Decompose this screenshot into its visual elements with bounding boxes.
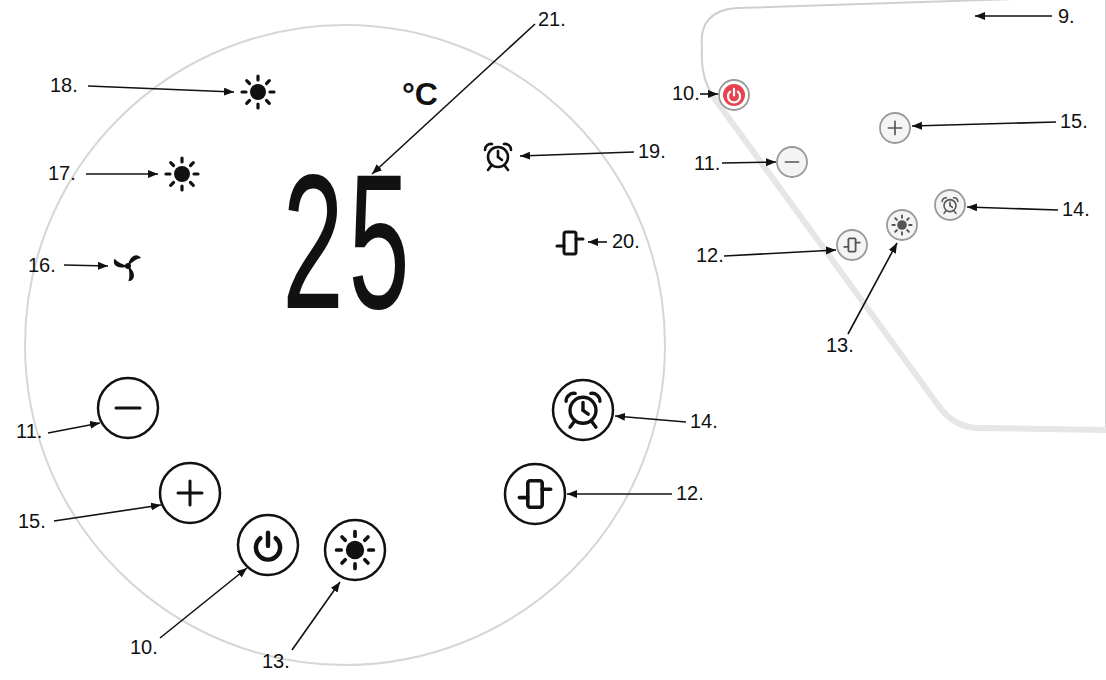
timer-icon <box>485 144 511 170</box>
temperature-display: 25 <box>280 155 412 355</box>
remote-power-button <box>719 80 749 110</box>
callout-number: 18. <box>50 74 78 97</box>
power-symbol <box>256 533 280 560</box>
remote-sun-symbol <box>892 215 911 234</box>
remote-oscillation-symbol <box>844 238 860 251</box>
remote-plus-symbol <box>888 121 901 134</box>
leader-line <box>967 207 1058 210</box>
callout-number: 15. <box>1060 110 1088 133</box>
callout-number: 13. <box>826 334 854 357</box>
unit-label: °C <box>402 76 438 113</box>
leader-line <box>54 505 161 521</box>
remote-timer-symbol <box>942 198 958 214</box>
leader-line <box>372 24 535 174</box>
leader-line <box>292 582 340 650</box>
leader-line <box>48 423 100 433</box>
heat-low-icon <box>166 158 198 190</box>
oscillation-symbol <box>519 481 550 507</box>
callout-number: 15. <box>18 510 46 533</box>
callout-number: 12. <box>676 482 704 505</box>
callout-number: 21. <box>538 8 566 31</box>
callout-number: 11. <box>694 152 720 175</box>
oscillation-icon <box>557 232 583 254</box>
callout-number: 19. <box>638 140 666 163</box>
remote-body <box>702 0 1106 430</box>
fan-icon <box>112 255 141 283</box>
leader-line <box>64 265 108 266</box>
callout-number: 11. <box>16 420 42 443</box>
leader-line <box>160 568 247 638</box>
leader-line <box>567 493 672 495</box>
plus-symbol <box>178 481 202 505</box>
callout-number: 17. <box>48 162 76 185</box>
callout-number: 9. <box>1058 5 1075 28</box>
minus-button <box>98 378 158 438</box>
timer-symbol <box>566 393 600 427</box>
callout-number: 10. <box>672 82 700 105</box>
leader-line <box>724 250 836 256</box>
callout-number: 14. <box>1062 198 1090 221</box>
callout-number: 14. <box>690 410 718 433</box>
callout-number: 13. <box>262 650 290 673</box>
minus-symbol <box>116 408 140 409</box>
leader-line <box>975 15 1052 17</box>
sun-symbol <box>337 532 374 569</box>
remote-plus-button <box>880 113 910 143</box>
leader-line <box>722 162 776 163</box>
remote-minus-button <box>777 147 807 177</box>
callout-number: 20. <box>612 230 640 253</box>
timer-button <box>553 380 613 440</box>
remote-timer-button <box>935 190 965 220</box>
callout-number: 16. <box>28 254 56 277</box>
power-button <box>238 515 298 575</box>
leader-line <box>86 173 158 175</box>
leader-line <box>615 416 686 422</box>
leader-line <box>588 241 607 243</box>
leader-line <box>520 152 634 156</box>
leader-lines <box>48 16 1058 650</box>
leader-line <box>912 122 1056 126</box>
leader-line <box>88 86 234 92</box>
leader-line <box>700 93 718 95</box>
callout-number: 12. <box>696 244 724 267</box>
panel-buttons <box>98 378 613 580</box>
remote-edge <box>712 95 1106 430</box>
remote-buttons <box>719 80 965 260</box>
panel-outline <box>25 25 665 665</box>
callout-number: 10. <box>130 636 158 659</box>
remote-oscillation-button <box>837 230 867 260</box>
remote-power-symbol <box>728 89 740 102</box>
heat-button <box>325 520 385 580</box>
oscillation-button <box>505 464 565 524</box>
remote-power-face <box>723 84 745 106</box>
plus-button <box>160 463 220 523</box>
remote-minus-symbol <box>785 162 798 163</box>
leader-line <box>848 243 897 334</box>
heat-high-icon <box>242 76 274 108</box>
remote-heat-button <box>887 210 917 240</box>
